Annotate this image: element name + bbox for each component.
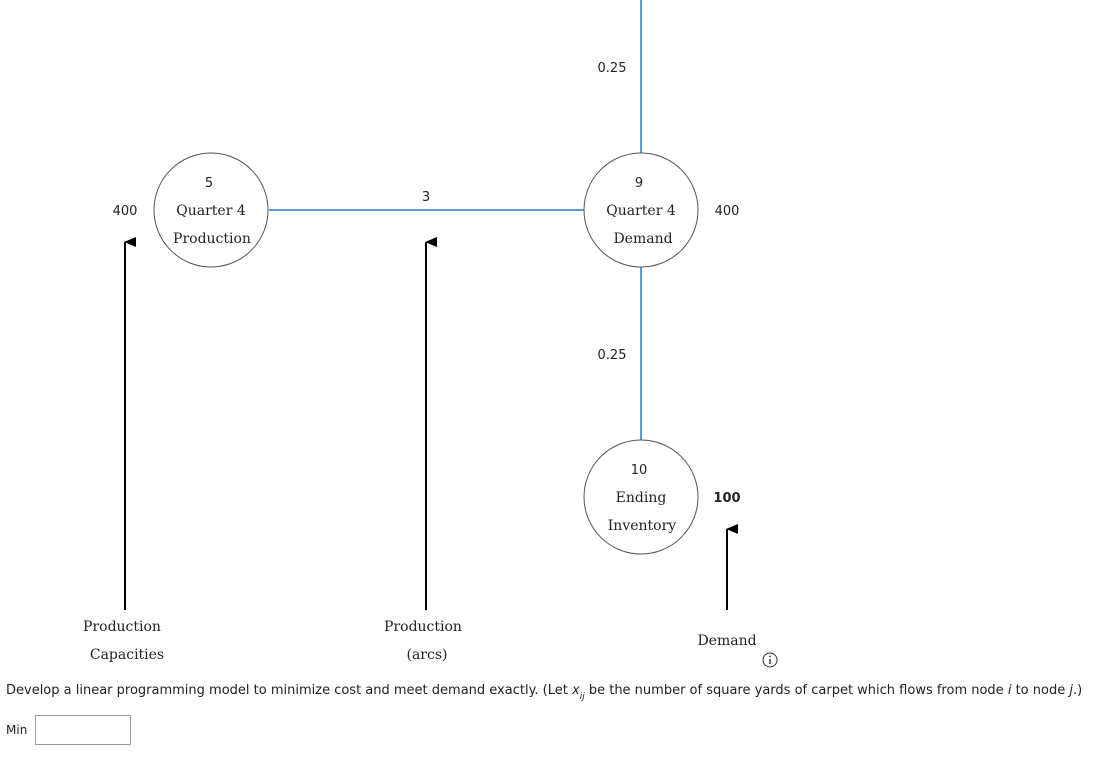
demand-node-9: 400: [715, 204, 740, 219]
info-icon[interactable]: [762, 652, 778, 668]
caption-production-arcs-line1: Production: [384, 619, 462, 635]
node-5-label-line2: Production: [173, 231, 251, 247]
caption-production-capacities-line1: Production: [83, 619, 161, 635]
node-9-circle: [583, 152, 699, 268]
arc-9-10-cost: 0.25: [598, 348, 627, 363]
node-5-number: 5: [205, 176, 213, 191]
supply-node-5: 400: [113, 204, 138, 219]
instructions-part3: to node: [1011, 683, 1070, 698]
arc-5-9-cost: 3: [422, 190, 430, 205]
instructions-part1: Develop a linear programming model to mi…: [6, 683, 572, 698]
objective-input[interactable]: [35, 715, 132, 745]
node-i: i: [1007, 683, 1012, 698]
caption-production-arcs-line2: (arcs): [407, 647, 448, 663]
variable-x: x: [571, 683, 580, 698]
node-9-number: 9: [635, 176, 643, 191]
node-10-label-line1: Ending: [616, 490, 667, 506]
arc-top-cost: 0.25: [598, 61, 627, 76]
node-j: j: [1069, 683, 1073, 698]
node-10-number: 10: [631, 463, 648, 478]
min-label: Min: [6, 723, 28, 737]
instructions-text: Develop a linear programming model to mi…: [6, 683, 1100, 702]
node-10-circle: [583, 439, 699, 555]
node-10-label-line2: Inventory: [608, 518, 677, 534]
node-9-label-line1: Quarter 4: [606, 203, 676, 219]
node-9-label-line2: Demand: [613, 231, 672, 247]
caption-production-capacities-line2: Capacities: [90, 647, 164, 663]
node-5-label-line1: Quarter 4: [176, 203, 246, 219]
instructions-part2: be the number of square yards of carpet …: [584, 683, 1008, 698]
network-diagram: 0.25 3 0.25 5 Quarter 4 Production 9 Qua…: [83, 0, 778, 668]
demand-node-10: 100: [713, 491, 740, 506]
variable-x-subscript: ij: [579, 692, 585, 702]
instructions-part4: .): [1072, 683, 1083, 698]
objective-row: Min: [6, 712, 132, 748]
caption-demand: Demand: [697, 633, 756, 649]
node-5-circle: [153, 152, 269, 268]
